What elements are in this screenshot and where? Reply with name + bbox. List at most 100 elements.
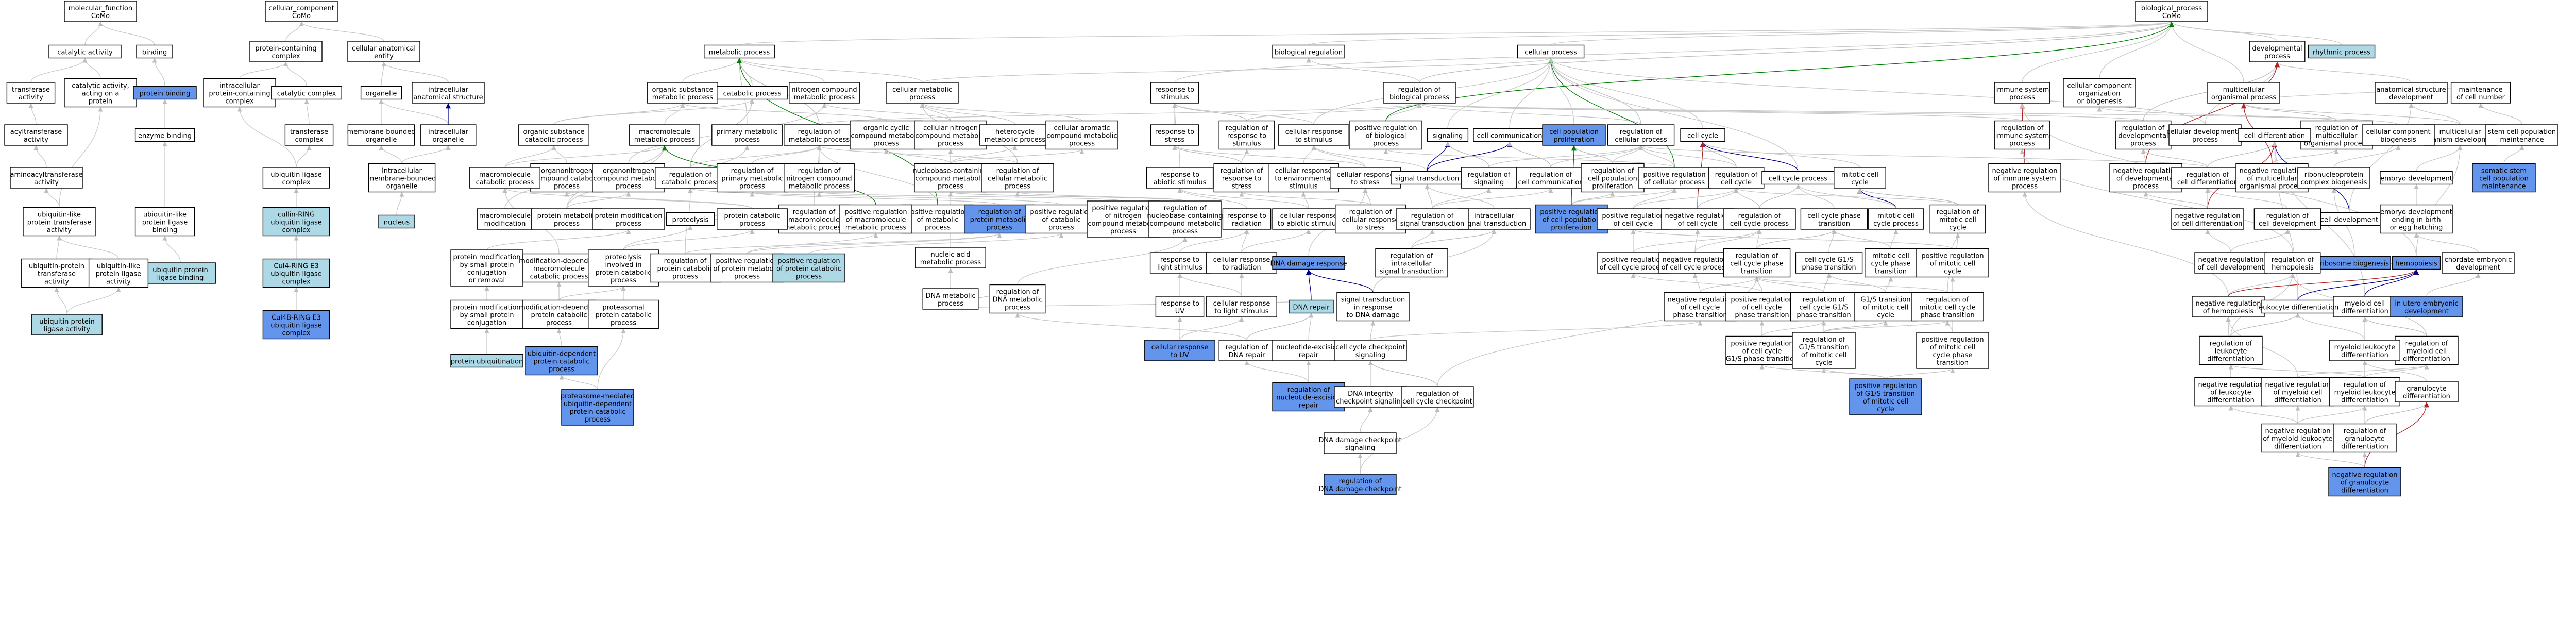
term-box <box>477 208 533 230</box>
term-box <box>360 86 402 100</box>
is-a-edge <box>752 145 822 164</box>
is-a-edge <box>1360 407 1440 475</box>
term-label: macromolecule <box>639 128 690 136</box>
is-a-edge <box>1488 145 1643 168</box>
term-label: of cell differentiation <box>2173 220 2243 228</box>
term-label: protein metabolic <box>970 216 1029 224</box>
term-box <box>136 44 173 59</box>
term-label: of developmental <box>2116 175 2175 183</box>
term-box <box>1834 167 1886 189</box>
term-label: positive regulation <box>906 209 969 216</box>
term-label: regulation of <box>1221 167 1263 175</box>
term-label: nucleotide-excision <box>1276 344 1341 351</box>
is-a-edge <box>1823 320 1950 333</box>
is-a-edge <box>1432 188 1553 209</box>
term-label: by small protein <box>460 261 514 269</box>
is-a-edge <box>1754 276 1948 293</box>
term-label: positive regulation <box>1643 171 1705 179</box>
term-box <box>1988 163 2061 193</box>
is-a-edge <box>623 225 693 250</box>
term-label: compound metabolic <box>1149 220 1220 228</box>
term-label: protein ligase <box>96 271 142 278</box>
term-label: activity <box>19 94 43 102</box>
is-a-edge <box>1550 21 2174 46</box>
term-label: Cul4-RING E3 <box>274 263 318 271</box>
is-a-edge <box>396 192 404 215</box>
term-box <box>1383 82 1456 104</box>
term-box <box>1581 163 1645 193</box>
term-label: regulation of <box>1226 125 1268 132</box>
term-box <box>2424 124 2497 146</box>
term-label: embryo development <box>2380 175 2452 183</box>
term-label: proliferation <box>1551 224 1591 232</box>
term-label: of cell cycle <box>1742 304 1782 312</box>
term-label: process <box>938 183 963 191</box>
term-label: response to <box>1227 212 1266 220</box>
term-label: primary metabolic <box>716 128 777 136</box>
is-a-edge <box>2297 364 2429 378</box>
is-a-edge <box>1694 229 1762 253</box>
is-a-edge <box>1241 149 1249 164</box>
term-label: DNA damage checkpoint <box>1318 437 1401 444</box>
term-box <box>1218 340 1275 361</box>
term-box <box>1272 208 1345 230</box>
term-node: cell cycle <box>1680 128 1725 142</box>
term-box <box>469 167 540 189</box>
term-label: process <box>585 416 611 424</box>
term-label: Cul4B-RING E3 <box>272 314 321 322</box>
term-label: of cell cycle <box>1681 304 1720 312</box>
term-box <box>886 82 959 104</box>
term-label: conjugation <box>467 269 506 277</box>
term-label: ubiquitin-like <box>38 211 81 219</box>
is-a-edge <box>2503 145 2524 164</box>
term-label: nucleobase-containing <box>1147 212 1223 220</box>
term-label: cell cycle process <box>1730 220 1789 228</box>
term-label: cellular response <box>1151 344 1209 351</box>
term-box <box>1218 120 1275 150</box>
term-label: G1/S transition <box>1799 344 1849 351</box>
term-label: regulation of <box>2001 125 2044 132</box>
is-a-edge <box>1945 321 1953 333</box>
term-label: conjugation <box>467 320 506 327</box>
is-a-edge <box>1241 229 1249 253</box>
term-box <box>1045 120 1118 150</box>
is-a-edge <box>1754 277 1824 293</box>
term-label: to light stimulus <box>1214 308 1268 315</box>
term-label: nitrogen compound <box>786 175 852 183</box>
term-label: protein modification <box>453 304 520 312</box>
term-label: organelle <box>366 90 397 98</box>
term-box <box>420 124 477 146</box>
term-box <box>850 120 923 150</box>
term-box <box>2264 252 2321 274</box>
term-label: CoMo <box>292 12 311 20</box>
term-label: regulation of <box>2405 340 2448 348</box>
term-label: protein catabolic <box>531 312 587 320</box>
is-a-edge <box>2205 229 2231 253</box>
term-label: catabolic process <box>476 179 534 187</box>
is-a-edge <box>1694 229 1700 253</box>
term-label: acyltransferase <box>10 128 62 136</box>
term-label: to stress <box>1356 224 1385 232</box>
is-a-edge <box>739 21 2174 46</box>
term-label: to UV <box>1171 351 1189 359</box>
is-a-edge <box>1550 145 1643 168</box>
term-label: process <box>2012 183 2038 191</box>
